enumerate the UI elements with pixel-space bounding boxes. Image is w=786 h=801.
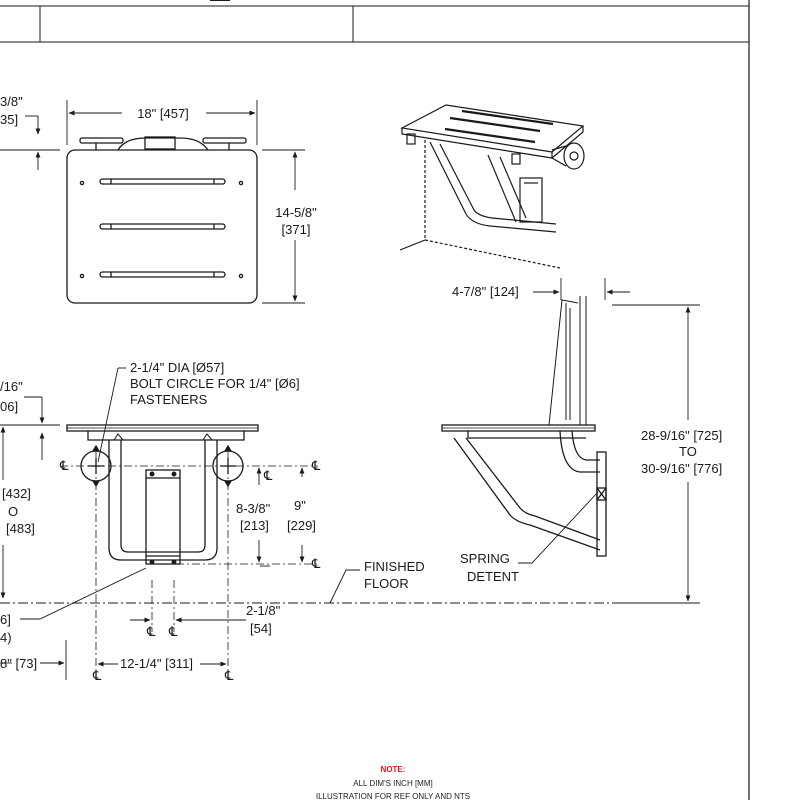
bolt-span-dimension: 12-1/4" [311]: [120, 656, 193, 671]
svg-text:℄: ℄: [263, 468, 273, 483]
svg-text:℄: ℄: [311, 458, 321, 473]
svg-text:℄: ℄: [168, 624, 178, 639]
offset-dimension-inch: 3/8": [0, 94, 23, 109]
floor-leader: [329, 569, 360, 604]
note-line-1: ALL DIM'S INCH [MM]: [353, 779, 433, 788]
offset-dimension-mm: 35]: [0, 112, 18, 127]
lower-dim-line-1: 6]: [0, 612, 11, 627]
finished-floor-label-2: FLOOR: [364, 576, 409, 591]
seat-height-dim-3: [483]: [6, 521, 35, 536]
title-block: [0, 0, 750, 800]
seat-isometric-view: [399, 104, 585, 269]
seat-depth-dimension-mm: [371]: [282, 222, 311, 237]
seat-height-dim-2: O: [8, 504, 18, 519]
side-depth-dimension: 4-7/8" [124]: [452, 284, 519, 299]
seat-width-dimension: 18" [457]: [137, 106, 189, 121]
side-height-dim-2: TO: [679, 444, 697, 459]
front-view-dimension-lines: [0, 367, 305, 680]
top-view-dimension-lines: [0, 100, 305, 304]
bolt-note-line-2: BOLT CIRCLE FOR 1/4" [Ø6]: [130, 376, 300, 391]
seat-top-view: [66, 136, 258, 304]
seat-front-view: [66, 424, 259, 565]
leg-offset-dim-mm: [54]: [250, 621, 272, 636]
spring-detent-label-2: DETENT: [467, 569, 519, 584]
seat-side-view: [441, 296, 607, 557]
overall-vertical-dim-mm: [229]: [287, 518, 316, 533]
note-title: NOTE:: [380, 765, 406, 774]
svg-text:℄: ℄: [59, 458, 69, 473]
svg-text:℄: ℄: [146, 624, 156, 639]
spring-detent-label-1: SPRING: [460, 551, 510, 566]
lower-dim-line-2: 4): [0, 630, 12, 645]
centerline-symbols: ℄ ℄ ℄ ℄ ℄ ℄ ℄ ℄: [59, 458, 321, 683]
side-height-dim-3: 30-9/16" [776]: [641, 461, 722, 476]
bolt-note-line-3: FASTENERS: [130, 392, 208, 407]
front-view-centerlines: [60, 450, 318, 676]
leg-offset-dim-inch: 2-1/8": [246, 603, 281, 618]
finished-floor-label-1: FINISHED: [364, 559, 425, 574]
overall-vertical-dim-inch: 9": [294, 498, 306, 513]
bolt-note-line-1: 2-1/4" DIA [Ø57]: [130, 360, 224, 375]
svg-text:℄: ℄: [92, 668, 102, 683]
side-view-dimension-lines: [518, 278, 700, 604]
seat-height-dim-1: [432]: [2, 486, 31, 501]
note-line-2: ILLUSTRATION FOR REF ONLY AND NTS: [315, 792, 471, 801]
top-offset-dim-inch: /16": [0, 379, 23, 394]
side-height-dim-1: 28-9/16" [725]: [641, 428, 722, 443]
seat-depth-dimension-inch: 14-5/8": [275, 205, 317, 220]
bolt-vertical-dim-inch: 8-3/8": [236, 501, 271, 516]
bottom-left-dimension: 8" [73]: [0, 656, 37, 671]
top-offset-dim-mm: 06]: [0, 399, 18, 414]
svg-text:℄: ℄: [311, 556, 321, 571]
bolt-vertical-dim-mm: [213]: [240, 518, 269, 533]
svg-text:℄: ℄: [224, 668, 234, 683]
